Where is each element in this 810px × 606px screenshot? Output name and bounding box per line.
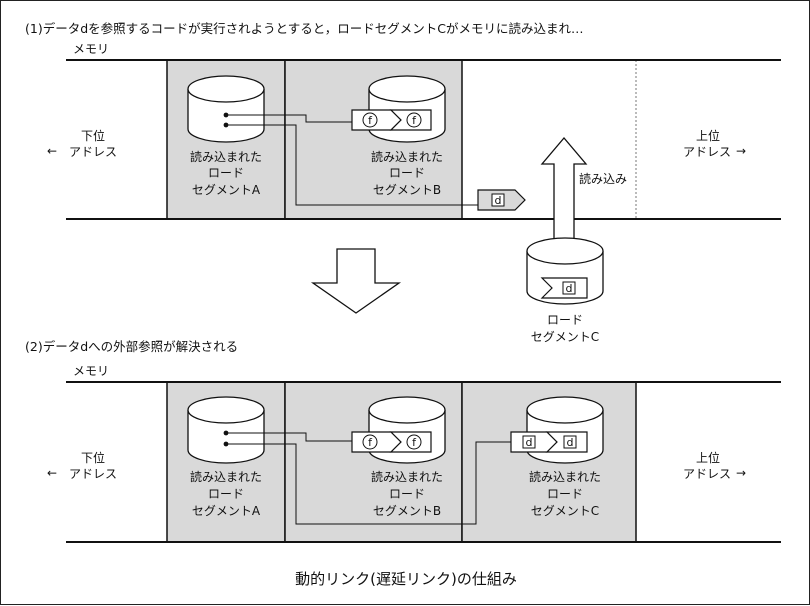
step1-function-stub-circle	[362, 112, 378, 128]
step2-heading: (2)データdへの外部参照が解決される	[25, 339, 238, 354]
step2-data-stub-square	[522, 435, 536, 449]
step2-segment-b-label-2: ロード	[389, 487, 425, 501]
disk-segment-c-label-1: ロード	[547, 313, 583, 327]
step1-data-stub-square	[491, 193, 505, 207]
step2-left-arrow: ←	[47, 466, 57, 480]
step2-upper-address-1: 上位	[696, 450, 720, 465]
step1-segment-b-label-1: 読み込まれた	[371, 149, 443, 164]
step1-segment-b-label-3: セグメントB	[373, 183, 441, 197]
step2-function-entry-symbol: f	[412, 436, 417, 449]
step2-segment-b-label-1: 読み込まれた	[371, 469, 443, 484]
step1-function-reference-line	[226, 114, 352, 123]
step1-data-reference-line	[226, 124, 478, 206]
step2-segment-c-label-1: 読み込まれた	[529, 469, 601, 484]
step2-lower-address-1: 下位	[81, 450, 105, 465]
step1-segment-a-label-3: セグメントA	[192, 183, 261, 197]
transition-arrow-down	[310, 248, 402, 314]
step2-function-stub-circle	[362, 434, 378, 450]
step1-function-entry-symbol: f	[412, 114, 417, 127]
disk-segment-c-data-symbol: d	[566, 282, 573, 295]
step2-data-entry-symbol: d	[567, 436, 574, 449]
step2-right-arrow: →	[736, 466, 746, 480]
disk-segment-c-label-2: セグメントC	[531, 330, 599, 344]
step2-segment-a-label-2: ロード	[208, 487, 244, 501]
step1-lower-address-1: 下位	[81, 128, 105, 143]
figure-caption: 動的リンク(遅延リンク)の仕組み	[295, 570, 517, 588]
step2-memory-label: メモリ	[73, 364, 109, 378]
step1-segment-b-label-2: ロード	[389, 166, 425, 180]
step2-data-reference-line	[226, 441, 511, 525]
step1-upper-address-2: アドレス	[683, 145, 731, 159]
step2-segment-c-label-3: セグメントC	[531, 504, 599, 518]
step1-upper-address-1: 上位	[696, 128, 720, 143]
step1-segment-a-disk	[187, 75, 265, 143]
step2-function-stub-symbol: f	[368, 436, 373, 449]
step1-segment-a-label-2: ロード	[208, 166, 244, 180]
load-arrow-up	[540, 136, 588, 243]
step1-segment-b-disk	[368, 75, 446, 143]
step2-data-stub-symbol: d	[526, 436, 533, 449]
step2-segment-a-label-3: セグメントA	[192, 504, 261, 518]
step2-data-entry-square	[563, 435, 577, 449]
disk-segment-c-data-square	[562, 281, 576, 295]
step1-heading: (1)データdを参照するコードが実行されようとすると，ロードセグメントCがメモリ…	[25, 21, 584, 36]
step2-lower-address-2: アドレス	[69, 467, 117, 481]
step1-function-stub-symbol: f	[368, 114, 373, 127]
step2-upper-address-2: アドレス	[683, 467, 731, 481]
step2-function-entry-circle	[406, 434, 422, 450]
load-arrow-label: 読み込み	[579, 171, 627, 186]
step2-segment-a-label-1: 読み込まれた	[190, 469, 262, 484]
step1-right-arrow: →	[736, 144, 746, 158]
step2-segment-a-disk	[187, 396, 265, 464]
step1-lower-address-2: アドレス	[69, 145, 117, 159]
step2-function-reference-line	[226, 432, 352, 442]
step2-segment-b-disk	[368, 396, 446, 464]
step2-segment-c-label-2: ロード	[547, 487, 583, 501]
step1-function-entry-circle	[406, 112, 422, 128]
step1-data-stub-symbol: d	[495, 194, 502, 207]
step1-segment-a-label-1: 読み込まれた	[190, 149, 262, 164]
step2-segment-c-disk	[526, 396, 604, 464]
step2-segment-b-label-3: セグメントB	[373, 504, 441, 518]
step1-left-arrow: ←	[47, 144, 57, 158]
step1-memory-label: メモリ	[73, 42, 109, 56]
